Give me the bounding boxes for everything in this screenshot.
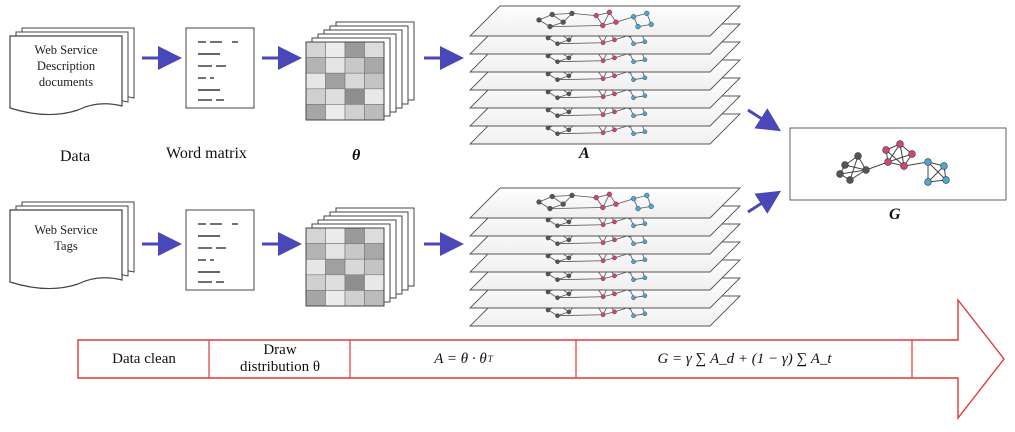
top-theta-grid-icon [305,21,415,121]
stage-draw-distribution: Draw distribution θ [239,342,321,375]
word-matrix-label: Word matrix [166,145,247,162]
g-label: G [889,206,901,223]
theta-label: θ [352,147,361,164]
bottom-theta-grid-icon [305,207,415,307]
top-document-label: Web Service Description documents [34,43,98,89]
a-label: A [579,145,590,162]
bottom-document-icon [9,201,135,290]
stage-data-clean: Data clean [112,350,176,367]
stage-g-formula: G = γ ∑ A_d + (1 − γ) ∑ A_t [657,350,832,367]
bottom-word-matrix-icon [185,209,255,291]
arrow-icon [747,190,782,214]
data-label: Data [60,148,91,165]
combined-graph-box [789,127,1007,201]
bottom-network-stack-icon [468,187,742,327]
top-network-stack-icon [468,5,742,145]
bottom-document-label: Web Service Tags [34,223,98,253]
arrow-icon [747,108,782,132]
pipeline-arrow [77,297,1005,421]
top-word-matrix-icon [185,27,255,109]
top-document-icon [9,27,135,116]
